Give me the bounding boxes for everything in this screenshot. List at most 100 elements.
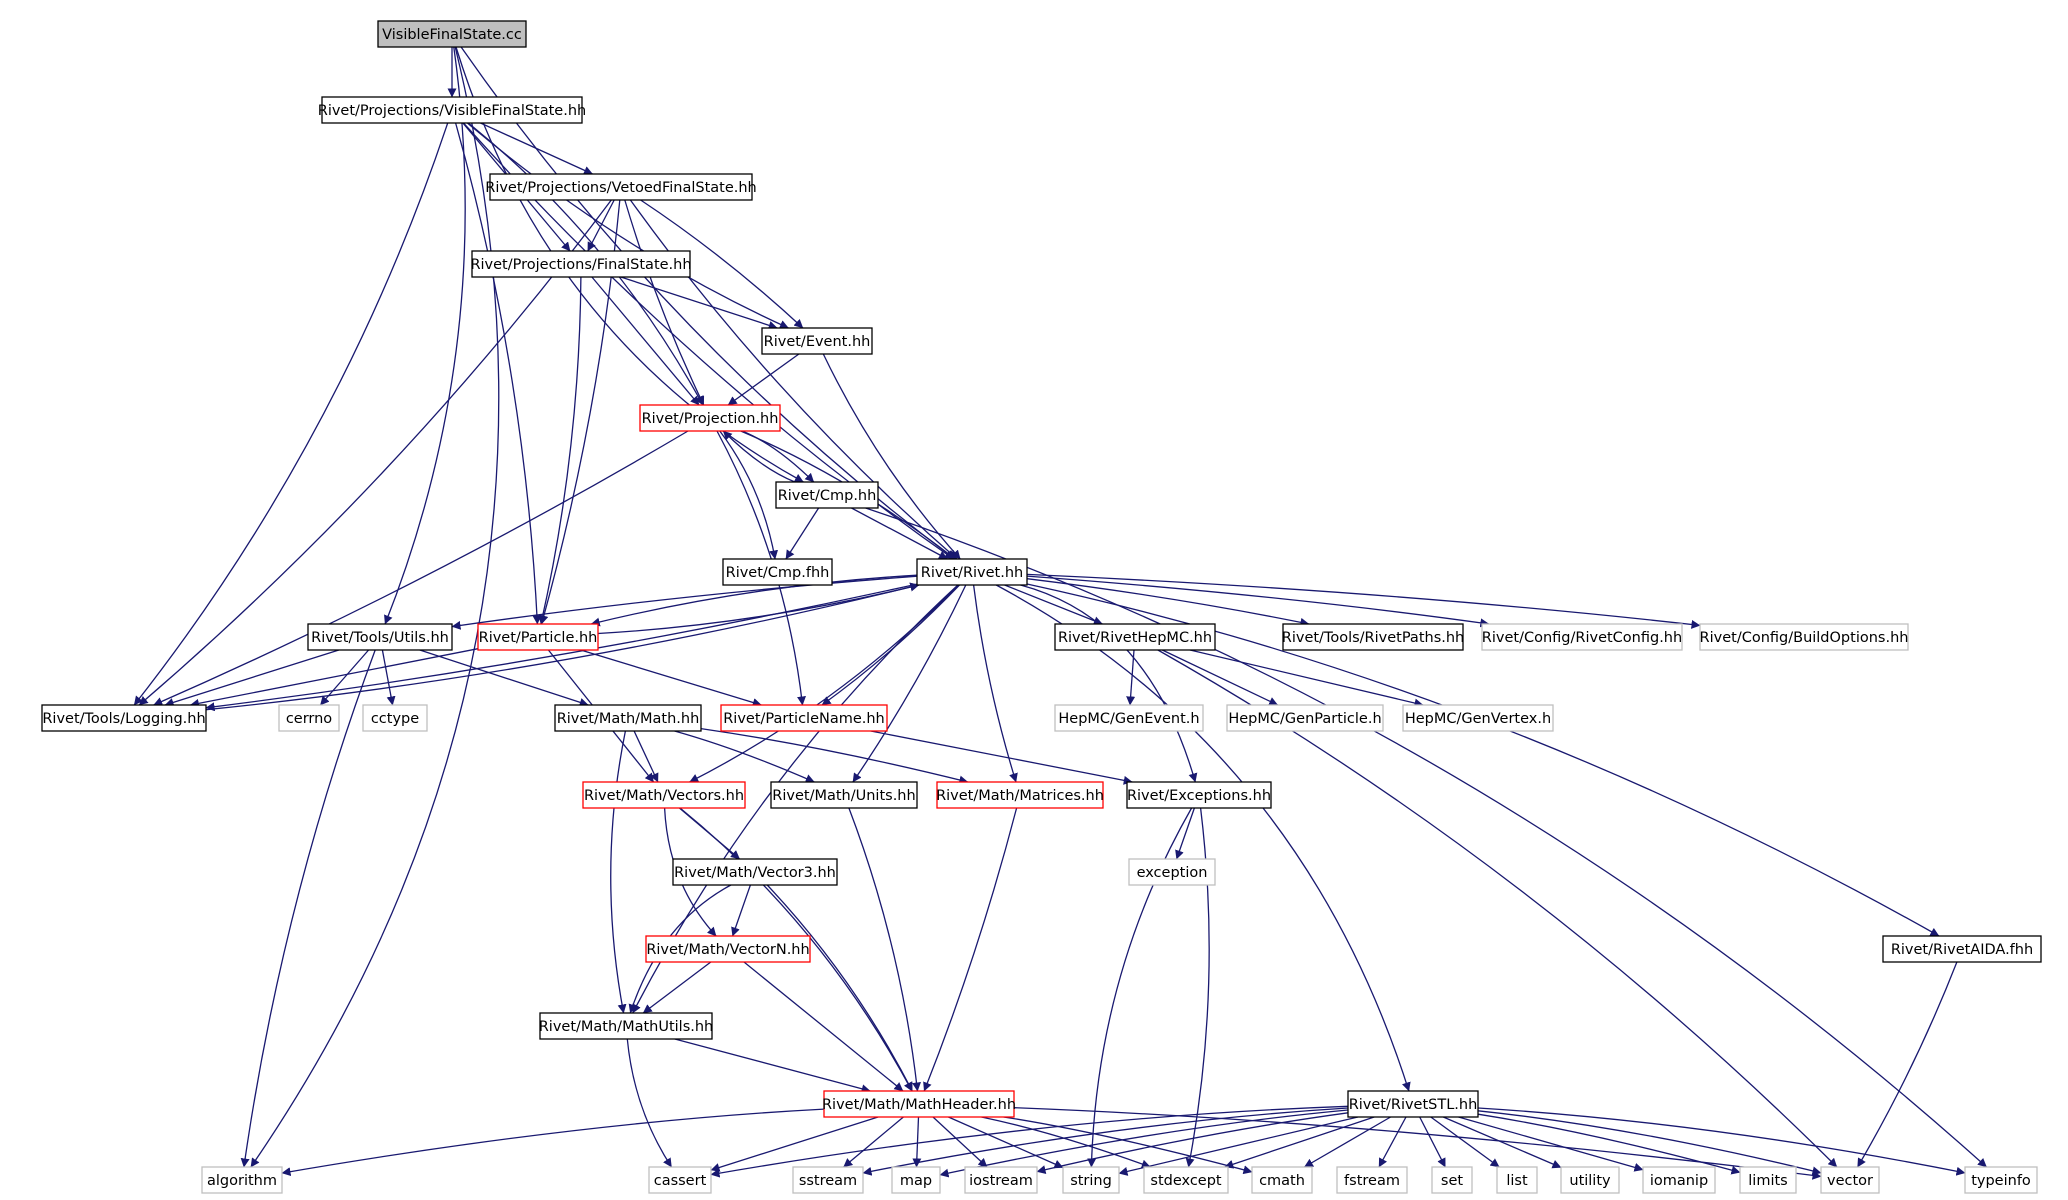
node-box-fs xyxy=(471,250,691,278)
node-label-vfs: Rivet/Projections/VisibleFinalState.hh xyxy=(318,103,586,119)
node-box-rivetconfig xyxy=(1481,623,1683,651)
node-label-mathhh: Rivet/Math/Math.hh xyxy=(557,711,700,727)
node-label-projection: Rivet/Projection.hh xyxy=(642,411,779,427)
node-box-hepmc xyxy=(1054,623,1216,651)
edge-cmp-to-rivet xyxy=(851,507,948,560)
edge-hepmc-to-genvertex xyxy=(1189,649,1424,708)
node-box-genparticle xyxy=(1226,704,1384,732)
node-vfs: Rivet/Projections/VisibleFinalState.hh xyxy=(318,96,586,124)
edge-root-to-algorithm xyxy=(250,46,500,1168)
node-label-fstream: fstream xyxy=(1344,1173,1400,1189)
node-label-vectors: Rivet/Math/Vectors.hh xyxy=(584,788,744,804)
edge-fs-to-particle xyxy=(538,276,582,625)
node-box-vector3 xyxy=(672,858,838,886)
node-logging: Rivet/Tools/Logging.hh xyxy=(41,704,207,732)
edge-mathhh-to-units xyxy=(674,730,815,783)
node-box-set xyxy=(1431,1166,1473,1194)
node-label-particle: Rivet/Particle.hh xyxy=(479,630,598,646)
node-exception: exception xyxy=(1128,858,1216,886)
node-cmpf: Rivet/Cmp.fhh xyxy=(722,558,833,586)
node-label-sstream: sstream xyxy=(799,1173,857,1189)
edge-utils-to-mathhh xyxy=(419,649,589,707)
node-vectors: Rivet/Math/Vectors.hh xyxy=(582,781,746,809)
node-limits: limits xyxy=(1739,1166,1797,1194)
node-box-vectorn xyxy=(645,935,811,963)
edge-mathhh-to-matrices xyxy=(700,727,969,785)
node-label-stdexcept: stdexcept xyxy=(1150,1173,1222,1189)
edge-mathutils-to-mathheader xyxy=(674,1038,871,1094)
node-label-particlename: Rivet/ParticleName.hh xyxy=(723,711,885,727)
node-box-stdexcept xyxy=(1143,1166,1229,1194)
node-vector3: Rivet/Math/Vector3.hh xyxy=(672,858,838,886)
node-box-utility xyxy=(1560,1166,1620,1194)
node-string: string xyxy=(1062,1166,1120,1194)
node-list: list xyxy=(1496,1166,1538,1194)
edge-utils-to-cctype xyxy=(381,649,396,706)
node-box-genvertex xyxy=(1402,704,1554,732)
node-particlename: Rivet/ParticleName.hh xyxy=(720,704,888,732)
edge-particlename-to-exceptions xyxy=(870,730,1133,785)
node-label-cmath: cmath xyxy=(1259,1173,1305,1189)
node-box-vectors xyxy=(582,781,746,809)
node-label-rivetconfig: Rivet/Config/RivetConfig.hh xyxy=(1482,630,1682,646)
edge-utils-to-algorithm xyxy=(240,649,376,1168)
edge-rivetstl-to-list xyxy=(1430,1116,1500,1168)
node-rivet: Rivet/Rivet.hh xyxy=(916,558,1028,586)
node-iomanip: iomanip xyxy=(1642,1166,1716,1194)
node-label-string: string xyxy=(1070,1173,1112,1189)
edge-rivetstl-to-vector xyxy=(1477,1110,1822,1176)
node-cmp: Rivet/Cmp.hh xyxy=(775,481,879,509)
node-box-cmath xyxy=(1251,1166,1313,1194)
edge-vfs-to-particle xyxy=(454,122,542,625)
node-label-cmp: Rivet/Cmp.hh xyxy=(778,488,877,504)
node-cctype: cctype xyxy=(362,704,428,732)
node-label-typeinfo: typeinfo xyxy=(1971,1173,2031,1189)
node-label-genevent: HepMC/GenEvent.h xyxy=(1058,711,1199,727)
edge-mathhh-to-vectors xyxy=(633,730,659,783)
edge-matrices-to-mathheader xyxy=(923,807,1018,1092)
edge-rivet-to-rivetstl xyxy=(995,584,1411,1092)
node-box-mathutils xyxy=(539,1012,713,1040)
node-label-root: VisibleFinalState.cc xyxy=(382,27,522,43)
node-cassert: cassert xyxy=(648,1166,712,1194)
node-label-buildoptions: Rivet/Config/BuildOptions.hh xyxy=(1700,630,1909,646)
edge-vfs-to-vetoed xyxy=(480,122,593,175)
node-label-list: list xyxy=(1506,1173,1528,1189)
node-label-vector: vector xyxy=(1827,1173,1873,1189)
edge-mathheader-to-stdexcept xyxy=(981,1116,1151,1169)
node-aida: Rivet/RivetAIDA.fhh xyxy=(1882,935,2042,963)
edge-hepmc-to-genevent xyxy=(1126,649,1136,706)
node-box-particle xyxy=(477,623,599,651)
edge-utils-to-logging xyxy=(164,649,340,707)
node-genparticle: HepMC/GenParticle.h xyxy=(1226,704,1384,732)
edge-rivet-to-rivetpaths xyxy=(1026,578,1310,627)
node-iostream: iostream xyxy=(964,1166,1038,1194)
edge-vfs-to-event xyxy=(466,122,789,329)
node-label-genvertex: HepMC/GenVertex.h xyxy=(1405,711,1551,727)
edge-rivetstl-to-sstream xyxy=(862,1107,1349,1176)
node-box-utils xyxy=(307,623,453,651)
node-typeinfo: typeinfo xyxy=(1964,1166,2038,1194)
node-vector: vector xyxy=(1820,1166,1880,1194)
edge-exceptions-to-stdexcept xyxy=(1185,807,1210,1168)
edge-vector3-to-mathheader xyxy=(766,884,913,1092)
edge-cmp-to-cmpf xyxy=(785,507,820,560)
node-label-cerrno: cerrno xyxy=(286,711,332,727)
node-label-rivetpaths: Rivet/Tools/RivetPaths.hh xyxy=(1282,630,1464,646)
edge-vetoed-to-fs xyxy=(587,199,615,252)
edge-projection-to-logging xyxy=(153,430,689,706)
edge-fs-to-event xyxy=(620,276,778,330)
node-buildoptions: Rivet/Config/BuildOptions.hh xyxy=(1699,623,1909,651)
edge-rivetstl-to-stdexcept xyxy=(1224,1116,1375,1169)
node-label-units: Rivet/Math/Units.hh xyxy=(772,788,915,804)
edge-exceptions-to-string xyxy=(1087,807,1193,1168)
edge-vetoed-to-event xyxy=(640,199,804,329)
edge-fs-to-projection xyxy=(591,276,700,406)
edge-mathheader-to-cmath xyxy=(1003,1116,1253,1175)
node-rivetstl: Rivet/RivetSTL.hh xyxy=(1347,1090,1479,1118)
edge-logging-to-rivet xyxy=(205,582,920,711)
node-box-cctype xyxy=(362,704,428,732)
edge-mathheader-to-string xyxy=(948,1116,1064,1169)
node-label-logging: Rivet/Tools/Logging.hh xyxy=(42,711,205,727)
node-box-units xyxy=(770,781,918,809)
